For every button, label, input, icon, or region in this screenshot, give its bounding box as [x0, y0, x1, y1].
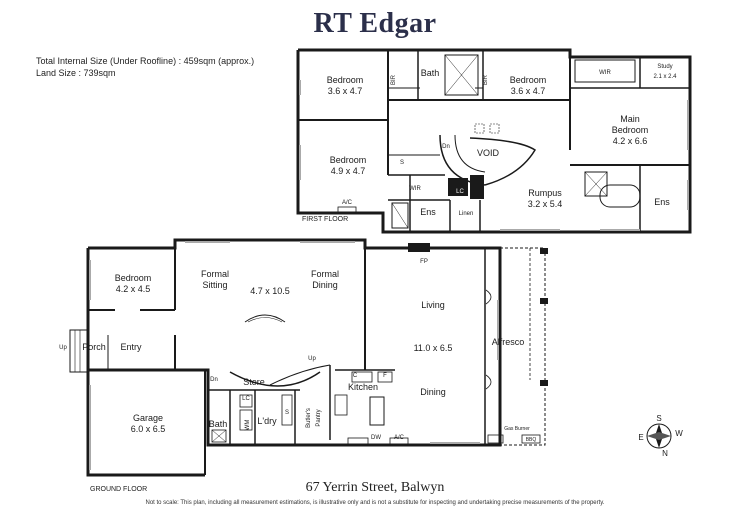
ff-bir2-label: BIR — [483, 74, 489, 85]
ff-linen-label: Linen — [459, 211, 474, 217]
ff-bedroom2-size: 3.6 x 4.7 — [511, 86, 546, 96]
ff-ens-right-label: Ens — [654, 197, 670, 207]
gf-s-label: S — [285, 410, 289, 416]
ff-dn-label: Dn — [442, 144, 450, 150]
gf-kitchen-label: Kitchen — [348, 382, 378, 392]
gf-dining-label: Dining — [420, 387, 446, 397]
ff-s-label: S — [400, 160, 404, 166]
ff-study-label: Study — [657, 64, 672, 70]
ff-bedroom1-label: Bedroom — [327, 75, 364, 85]
ff-bedroom3-label: Bedroom — [330, 155, 367, 165]
ff-rumpus-label: Rumpus — [528, 188, 562, 198]
gf-formal-sitting-label: Formal — [201, 269, 229, 279]
ff-void-label: VOID — [477, 148, 500, 158]
gf-gas-burner-label: Gas Burner — [504, 426, 530, 432]
property-info: Total Internal Size (Under Roofline) : 4… — [36, 55, 254, 79]
ff-bedroom1-size: 3.6 x 4.7 — [328, 86, 363, 96]
first-floor-label: FIRST FLOOR — [302, 216, 348, 223]
ff-ens-left-label: Ens — [420, 207, 436, 217]
gf-formal-sitting-label2: Sitting — [202, 280, 227, 290]
gf-bedroom-size: 4.2 x 4.5 — [116, 284, 151, 294]
ff-main-size: 4.2 x 6.6 — [613, 136, 648, 146]
ff-wir-top-label: WIR — [599, 70, 611, 76]
gf-alfresco-label: Alfresco — [492, 337, 525, 347]
land-size: Land Size : 739sqm — [36, 68, 116, 78]
ff-rumpus-size: 3.2 x 5.4 — [528, 199, 563, 209]
gf-up-stair-label: Up — [308, 356, 316, 362]
ff-main-label: Main — [620, 114, 640, 124]
disclaimer: Not to scale: This plan, including all m… — [145, 500, 605, 506]
ground-floor-plan — [69, 238, 548, 477]
ff-bir1-label: BIR — [391, 74, 397, 85]
gf-formal-size: 4.7 x 10.5 — [250, 286, 290, 296]
ff-bedroom2-label: Bedroom — [510, 75, 547, 85]
gf-store-label: Store — [243, 377, 265, 387]
gf-bath-label: Bath — [209, 419, 228, 429]
gf-fp-label: FP — [420, 259, 428, 265]
gf-wm-label: WM — [245, 420, 251, 431]
gf-living-label: Living — [421, 300, 445, 310]
ff-wir-label: WIR — [409, 186, 421, 192]
gf-dw-label: DW — [371, 435, 381, 441]
ff-main-label2: Bedroom — [612, 125, 649, 135]
gf-garage-size: 6.0 x 6.5 — [131, 424, 166, 434]
gf-f-label: F — [383, 373, 387, 379]
ff-ac-label: A/C — [342, 200, 353, 206]
brand-logo: RT Edgar — [313, 8, 437, 39]
gf-porch-label: Porch — [82, 342, 106, 352]
gf-butlers-label: Butler's — [306, 408, 312, 428]
ground-floor-label: GROUND FLOOR — [90, 486, 147, 493]
gf-bbq-label: BBQ — [526, 437, 537, 443]
gf-formal-dining-label: Formal — [311, 269, 339, 279]
internal-size: Total Internal Size (Under Roofline) : 4… — [36, 56, 255, 66]
compass-s: S — [656, 414, 661, 423]
gf-butlers-label2: Pantry — [316, 409, 322, 426]
gf-laundry-label: L'dry — [257, 416, 277, 426]
ff-bath-label: Bath — [421, 68, 440, 78]
gf-dn-label: Dn — [210, 377, 218, 383]
compass-e: E — [638, 433, 643, 442]
ff-bedroom3-size: 4.9 x 4.7 — [331, 166, 366, 176]
first-floor-plan — [296, 48, 692, 234]
property-address: 67 Yerrin Street, Balwyn — [305, 480, 445, 495]
compass-n: N — [662, 449, 668, 458]
gf-garage-label: Garage — [133, 413, 163, 423]
gf-ac-label: A/C — [394, 435, 405, 441]
gf-formal-dining-label2: Dining — [312, 280, 338, 290]
ff-study-size: 2.1 x 2.4 — [653, 74, 677, 80]
compass-icon: S N E W — [638, 414, 683, 458]
gf-living-size: 11.0 x 6.5 — [414, 343, 453, 353]
ff-lc-label: LC — [456, 189, 464, 195]
gf-bedroom-label: Bedroom — [115, 273, 152, 283]
compass-w: W — [675, 429, 683, 438]
gf-entry-label: Entry — [120, 342, 142, 352]
gf-up-porch-label: Up — [59, 345, 67, 351]
gf-c-label: C — [353, 373, 358, 379]
gf-lc-label: LC — [242, 396, 250, 402]
